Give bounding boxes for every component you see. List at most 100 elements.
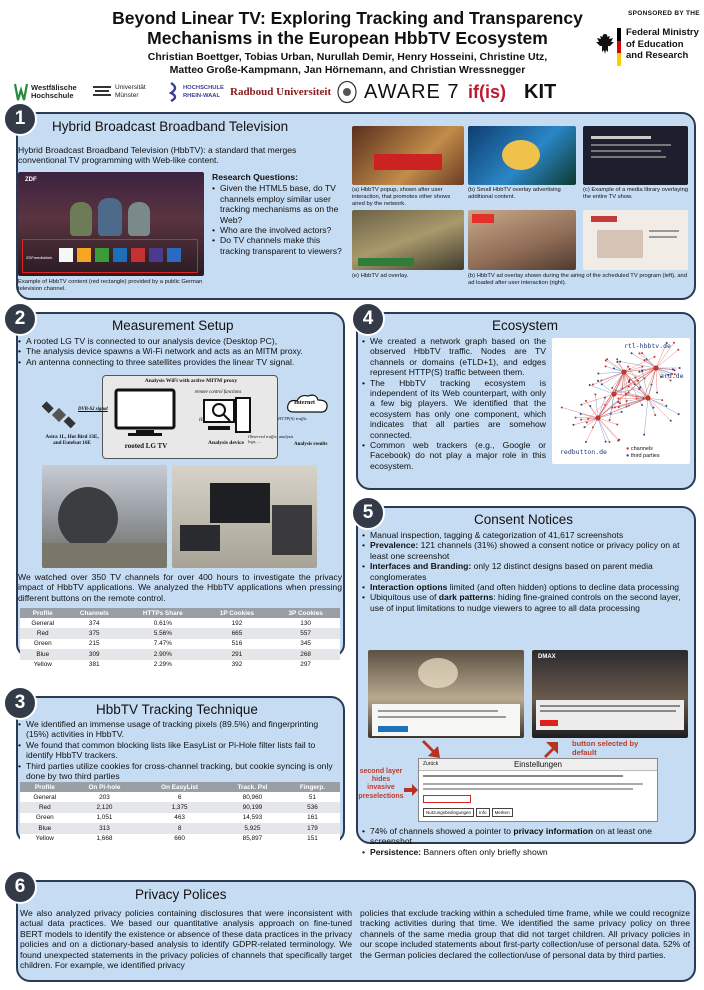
caption-b2: (b) HbbTV ad overlay shown during the ai…	[468, 273, 688, 286]
graph-node	[630, 352, 633, 355]
screenshot-small-overlay	[468, 126, 576, 185]
author-list: Christian Boettger, Tobias Urban, Nurull…	[147, 51, 548, 76]
hbbtv-example-caption: Example of HbbTV content (red rectangle)…	[18, 279, 203, 292]
graph-node	[641, 365, 644, 368]
section-3-title: HbbTV Tracking Technique	[96, 702, 258, 717]
graph-node	[616, 360, 619, 363]
graph-legend: ● channels ● third parties	[626, 446, 660, 459]
graph-node	[612, 367, 615, 370]
tv-icon	[114, 388, 176, 436]
hbbtv-content-highlight: ZDFmediathek	[22, 239, 198, 273]
graph-edge	[613, 387, 641, 395]
graph-node	[677, 348, 680, 351]
arrow-right-icon	[404, 784, 418, 796]
graph-node	[627, 365, 630, 368]
section-2-title: Measurement Setup	[112, 318, 234, 333]
graph-edge	[615, 390, 649, 399]
arrow-up-icon	[544, 742, 558, 758]
graph-node	[641, 352, 644, 355]
graph-node	[617, 401, 620, 404]
graph-edge	[655, 349, 679, 369]
graph-edge	[623, 367, 657, 373]
preselected-option-highlight	[423, 795, 471, 803]
consent-screenshot-left	[368, 650, 524, 738]
section-number-3: 3	[3, 686, 37, 720]
graph-node	[660, 375, 663, 378]
info-button[interactable]: Info	[476, 808, 490, 817]
graph-edge	[573, 417, 599, 426]
graph-edge	[581, 417, 599, 420]
lab-setup-photo	[172, 465, 317, 568]
remember-button[interactable]: Merken	[491, 808, 513, 817]
measurement-bullets: A rooted LG TV is connected to our analy…	[18, 336, 342, 368]
ecosystem-bullets: We created a network graph based on the …	[362, 336, 546, 471]
university-seal-icon	[337, 80, 357, 104]
internet-cloud-icon	[287, 394, 328, 413]
graph-edge	[647, 397, 679, 415]
graph-edge	[612, 397, 649, 408]
graph-edge	[629, 367, 657, 381]
graph-node	[594, 393, 597, 396]
poster-title: Beyond Linear TV: Exploring Tracking and…	[112, 8, 583, 48]
graph-node	[608, 441, 611, 443]
hbbtv-definition: Hybrid Broadcast Broadband Television (H…	[18, 145, 297, 166]
graph-edge	[597, 417, 618, 425]
graph-edge	[561, 407, 599, 419]
graph-edge	[592, 371, 625, 385]
screenshot-media-library	[583, 126, 688, 185]
graph-node	[616, 423, 619, 426]
research-question: Do TV channels make this tracking transp…	[212, 235, 348, 256]
graph-edge	[613, 381, 630, 395]
annotation-default-button: button selected by default	[572, 739, 639, 757]
muenster-logo-icon	[93, 86, 111, 96]
terms-button[interactable]: Nutzungsbedingungen	[423, 808, 475, 817]
tracking-bullets: We identified an immense usage of tracki…	[18, 719, 342, 781]
hbbtv-example-image: ZDF ZDFmediathek	[18, 172, 204, 276]
section-1-title: Hybrid Broadcast Broadband Television	[52, 119, 289, 134]
graph-edge	[581, 393, 615, 405]
dialog-back-button[interactable]: Zurück	[423, 761, 439, 767]
graph-node	[635, 397, 638, 400]
graph-node	[619, 360, 622, 363]
research-questions: Research Questions: Given the HTML5 base…	[212, 172, 348, 256]
section-4-title: Ecosystem	[492, 318, 559, 333]
graph-edge	[655, 367, 671, 381]
graph-node	[620, 410, 623, 413]
graph-edge	[597, 417, 606, 442]
graph-label-ard: ard.de	[660, 372, 684, 380]
graph-node	[665, 342, 668, 345]
logo-aware7: AWARE 7	[364, 81, 460, 103]
graph-edge	[613, 371, 625, 395]
antenna-photo	[42, 465, 167, 568]
graph-hub-node	[595, 415, 601, 421]
graph-edge	[605, 360, 625, 373]
measurement-summary: We watched over 350 TV channels for over…	[18, 572, 342, 603]
graph-node	[616, 358, 619, 361]
graph-node	[652, 406, 655, 409]
graph-edge	[597, 380, 615, 395]
rheinwaal-logo-icon	[169, 81, 177, 103]
graph-edge	[580, 413, 599, 419]
graph-node	[641, 403, 644, 406]
graph-edge	[655, 367, 673, 370]
default-selected-button	[540, 720, 558, 726]
graph-node	[677, 413, 680, 416]
graph-node	[638, 352, 641, 355]
graph-hub-node	[645, 395, 651, 401]
graph-edge	[589, 384, 615, 395]
graph-hub-node	[611, 391, 617, 397]
graph-node	[584, 399, 587, 402]
federal-eagle-icon	[596, 34, 614, 54]
graph-node	[665, 404, 668, 407]
section-privacy-policies	[16, 880, 696, 982]
graph-edge	[597, 393, 615, 419]
graph-node	[628, 378, 631, 381]
